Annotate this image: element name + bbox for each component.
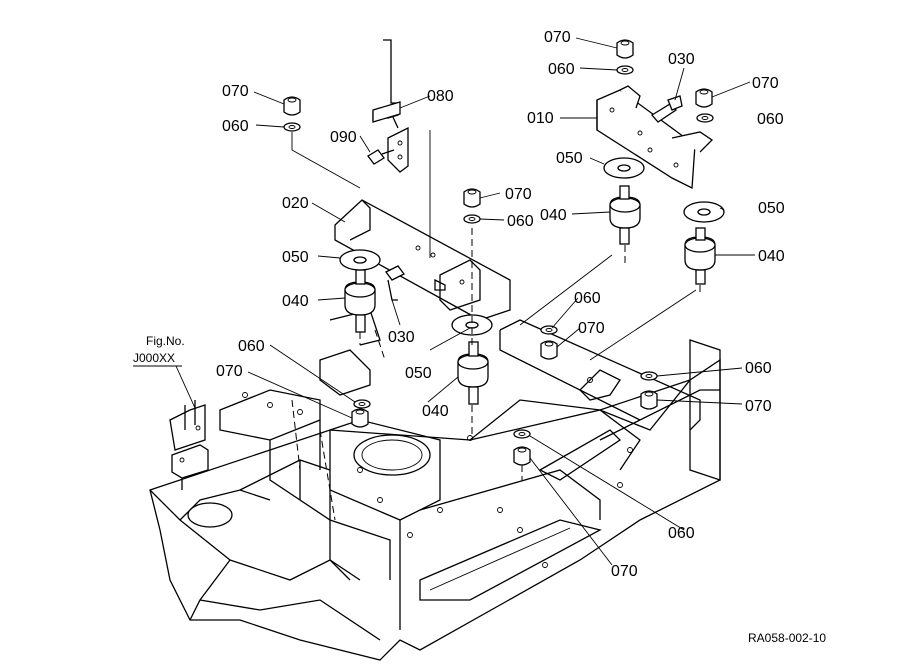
label-050: 050 — [556, 150, 583, 167]
label-050: 050 — [758, 200, 785, 217]
label-090: 090 — [330, 129, 357, 146]
washer-060-f — [640, 371, 658, 381]
washer-060-a — [283, 122, 301, 132]
label-060: 060 — [668, 525, 695, 542]
label-040: 040 — [282, 293, 309, 310]
label-070: 070 — [752, 75, 779, 92]
fig-ref-label: J000XX — [133, 351, 175, 365]
leader-lines — [175, 37, 755, 566]
label-060: 060 — [757, 111, 784, 128]
drawing-code: RA058-002-10 — [748, 631, 826, 645]
nut-070-d — [463, 188, 481, 208]
washer-060-b — [616, 65, 634, 75]
washer-060-c — [696, 113, 714, 123]
washer-060-d — [463, 214, 481, 224]
bolt-030-top — [651, 95, 683, 123]
washer-050-top — [603, 157, 645, 179]
washer-050-left — [339, 249, 381, 271]
bolt-030-lower — [385, 265, 405, 301]
label-070: 070 — [222, 83, 249, 100]
washer-060-e — [540, 325, 558, 335]
label-070: 070 — [611, 563, 638, 580]
label-040: 040 — [758, 248, 785, 265]
nut-070-b — [616, 39, 634, 59]
washer-050-right — [683, 201, 725, 223]
label-070: 070 — [216, 363, 243, 380]
label-050: 050 — [405, 365, 432, 382]
label-060: 060 — [507, 213, 534, 230]
label-060: 060 — [574, 290, 601, 307]
nut-070-f — [640, 390, 658, 410]
label-080: 080 — [427, 88, 454, 105]
nut-070-a — [283, 96, 301, 116]
bolt-090 — [367, 149, 395, 165]
label-060: 060 — [745, 360, 772, 377]
nut-070-e — [540, 340, 558, 360]
label-070: 070 — [544, 29, 571, 46]
mount-040-right — [684, 227, 716, 285]
washer-060-h — [513, 429, 531, 439]
label-040: 040 — [540, 207, 567, 224]
fig-no-label: Fig.No. — [146, 334, 185, 348]
label-030: 030 — [668, 51, 695, 68]
washer-050-center — [451, 314, 493, 336]
bracket-020 — [334, 199, 511, 321]
label-060: 060 — [238, 338, 265, 355]
fig-bracket-part — [169, 400, 209, 490]
label-060: 060 — [222, 118, 249, 135]
label-060: 060 — [548, 61, 575, 78]
label-040: 040 — [422, 403, 449, 420]
nut-070-g — [351, 408, 369, 428]
mount-040-left — [344, 269, 376, 333]
nut-070-c — [695, 88, 713, 108]
washer-060-g — [353, 399, 371, 409]
part-labels: 070 060 070 060 030 070 060 010 050 040 … — [133, 29, 826, 645]
label-030: 030 — [388, 329, 415, 346]
mount-040-center — [457, 341, 489, 405]
label-070: 070 — [745, 398, 772, 415]
label-010: 010 — [527, 110, 554, 127]
bracket-010 — [596, 85, 714, 190]
mount-040-top — [609, 185, 641, 245]
nut-070-h — [513, 446, 531, 466]
label-020: 020 — [282, 195, 309, 212]
plate-080 — [372, 39, 409, 173]
label-050: 050 — [282, 249, 309, 266]
label-070: 070 — [578, 320, 605, 337]
main-frame — [149, 309, 721, 661]
assembly-lines — [291, 130, 701, 521]
label-070: 070 — [505, 186, 532, 203]
